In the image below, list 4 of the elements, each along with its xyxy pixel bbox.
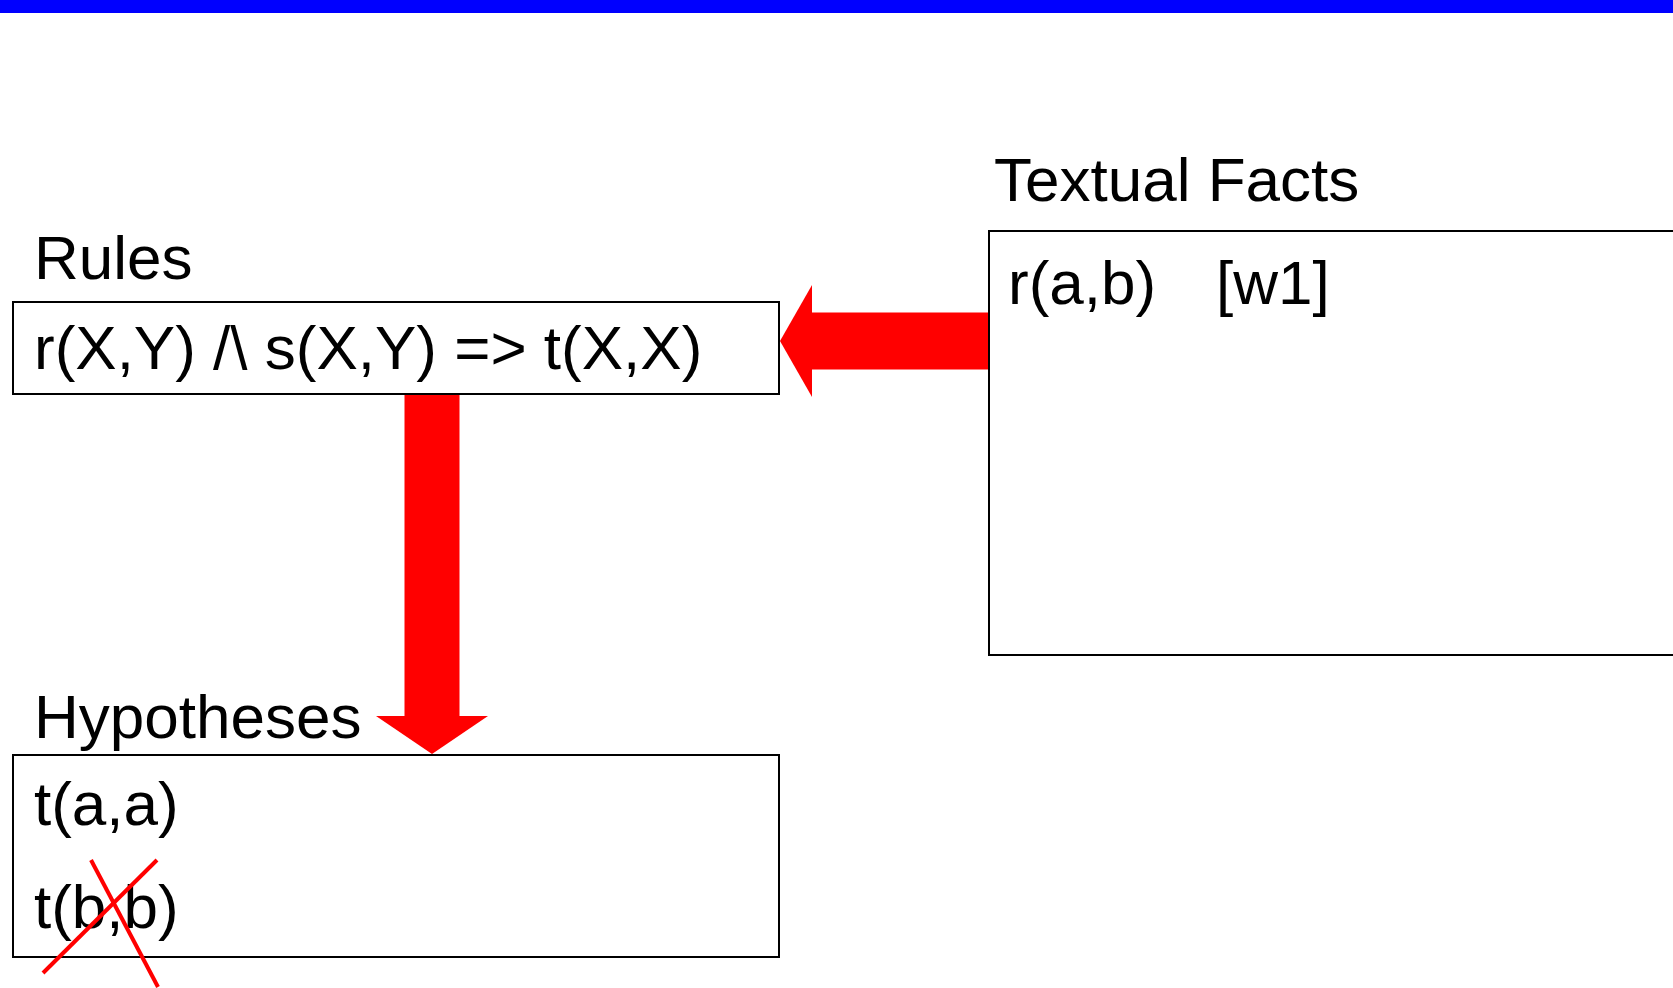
section-heading: Textual Facts [994,149,1360,211]
block-arrow [376,395,488,754]
section-heading: Rules [34,227,193,289]
block-arrow [780,285,988,397]
